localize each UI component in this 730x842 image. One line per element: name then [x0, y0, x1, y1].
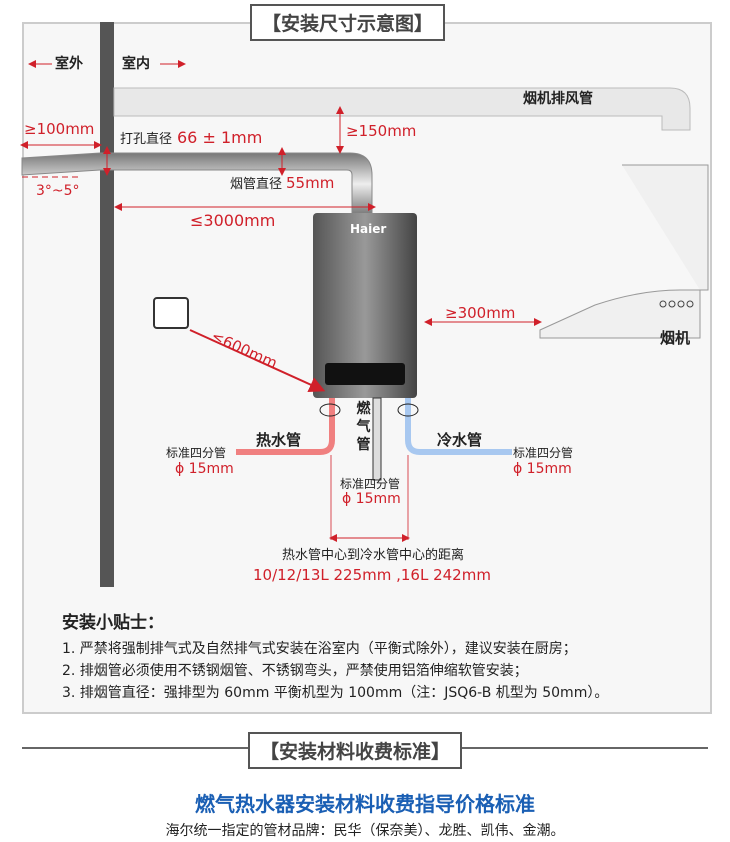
indoor-label: 室内	[122, 55, 150, 72]
wall	[100, 22, 114, 587]
section-title-fees: 【安装材料收费标准】	[248, 732, 463, 769]
install-tips: 安装小贴士： 1. 严禁将强制排气式及自然排气式安装在浴室内（平衡式除外），建议…	[62, 612, 608, 704]
tips-title: 安装小贴士：	[62, 613, 164, 633]
hot-water-pipe	[236, 398, 335, 455]
hole-value: 66 ± 1mm	[177, 128, 262, 147]
price-title: 燃气热水器安装材料收费指导价格标准	[195, 792, 535, 816]
tip-item: 1. 严禁将强制排气式及自然排气式安装在浴室内（平衡式除外），建议安装在厨房；	[62, 641, 577, 657]
tip-item: 2. 排烟管必须使用不锈钢烟管、不锈钢弯头，严禁使用铝箔伸缩软管安装；	[62, 663, 528, 679]
price-subtitle: 海尔统一指定的管材品牌：民华（保奈美）、龙胜、凯伟、金潮。	[165, 823, 565, 839]
hole-label: 打孔直径	[120, 132, 172, 147]
brand-logo: Haier	[350, 222, 386, 236]
gas-std-label: 标准四分管	[340, 476, 400, 491]
dist600-label: ≤600mm	[208, 327, 280, 372]
pipe-value: 55mm	[286, 174, 334, 192]
hood-duct-label: 烟机排风管	[523, 90, 593, 107]
cold-water-pipe	[405, 398, 512, 455]
hot-std-label: 标准四分管	[166, 445, 226, 460]
section-title-dimensions: 【安装尺寸示意图】	[250, 4, 446, 41]
len3000-label: ≤3000mm	[190, 211, 275, 230]
water-heater	[313, 213, 417, 398]
outdoor-label: 室外	[55, 55, 83, 72]
gas-pipe-label: 燃气管	[356, 401, 371, 453]
gap150-label: ≥150mm	[346, 122, 416, 140]
gas-pipe	[372, 397, 382, 481]
hood-duct	[113, 87, 691, 131]
cold-phi-label: ϕ 15mm	[513, 461, 572, 477]
cold-pipe-label: 冷水管	[437, 431, 482, 449]
gas-phi-label: ϕ 15mm	[342, 491, 401, 507]
hot-pipe-label: 热水管	[256, 431, 301, 449]
installation-diagram: 烟机排风管 室外 室内 ≥100mm 3°~5° 打孔直径 66 ± 1mm 烟…	[20, 22, 709, 587]
angle-label: 3°~5°	[36, 183, 80, 199]
cold-std-label: 标准四分管	[513, 445, 573, 460]
gap300-label: ≥300mm	[445, 304, 515, 322]
center-dist-value: 10/12/13L 225mm ,16L 242mm	[253, 566, 491, 584]
hood-label: 烟机	[660, 329, 690, 347]
gap100-label: ≥100mm	[24, 120, 94, 138]
pipe-label: 烟管直径	[230, 177, 282, 192]
center-dist-label: 热水管中心到冷水管中心的距离	[282, 547, 464, 563]
tip-item: 3. 排烟管直径：强排型为 60mm 平衡机型为 100mm（注：JSQ6-B …	[62, 685, 609, 701]
hot-phi-label: ϕ 15mm	[175, 461, 234, 477]
power-socket-icon	[153, 297, 189, 329]
range-hood	[539, 164, 709, 339]
